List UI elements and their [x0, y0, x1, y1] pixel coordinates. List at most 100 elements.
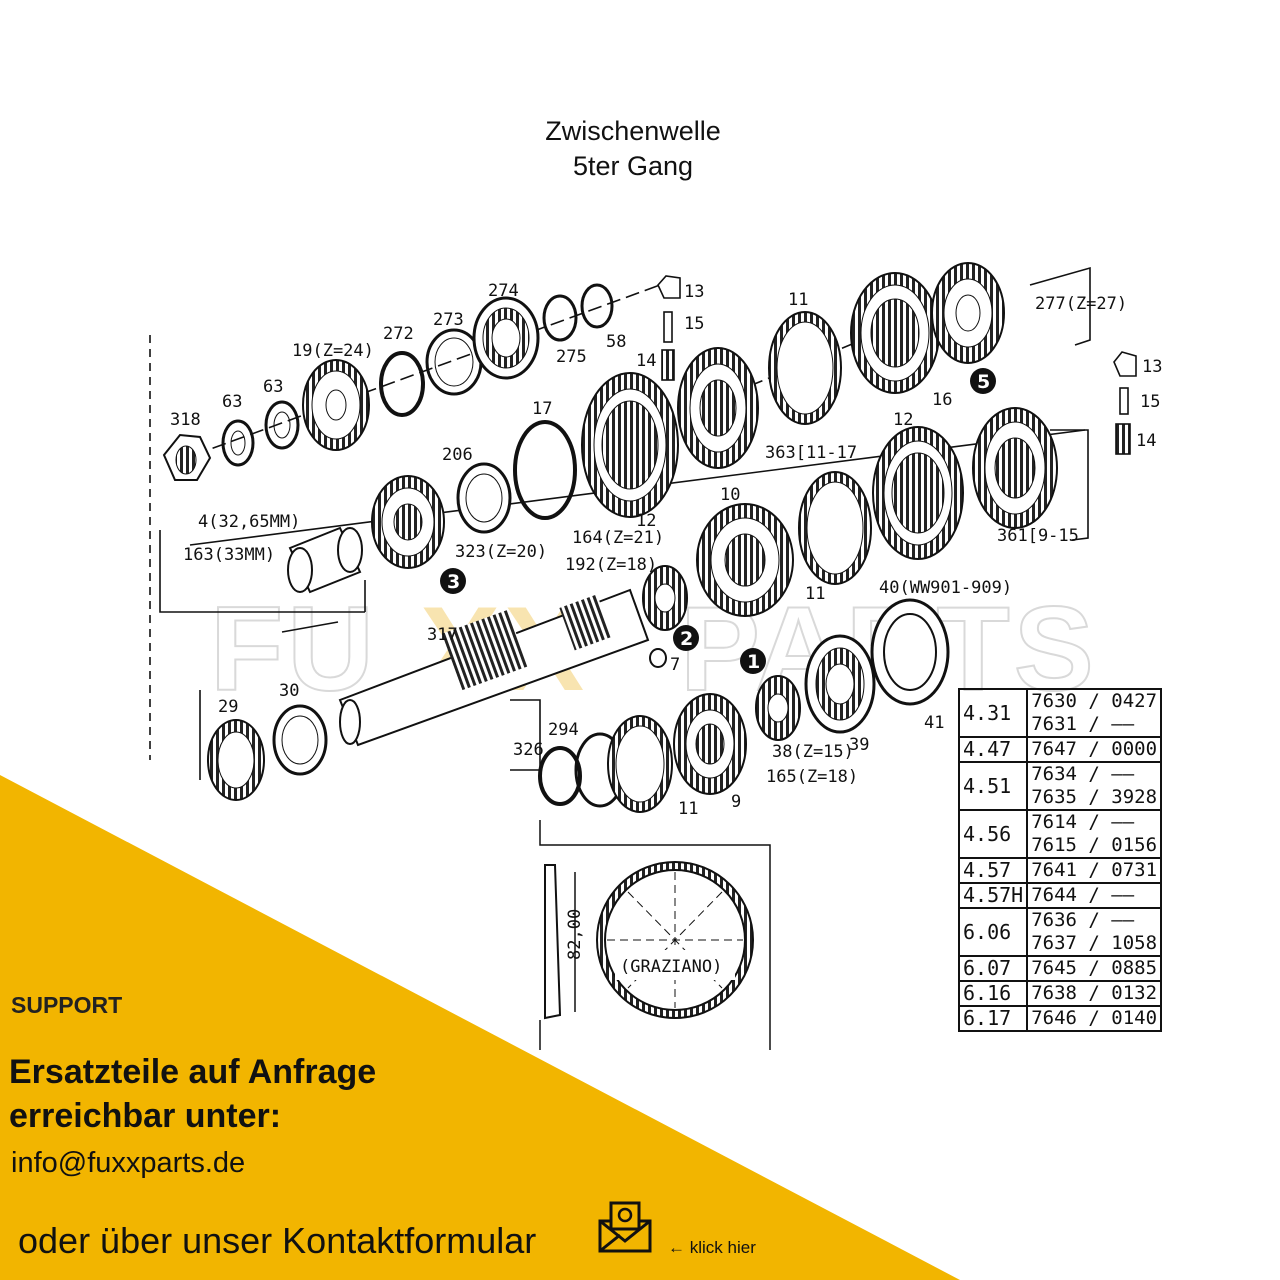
bearing-40 — [870, 598, 950, 706]
label-39: 39 — [849, 735, 869, 755]
main-shaft-317 — [338, 588, 650, 747]
click-here-link[interactable]: ← klick hier — [668, 1238, 756, 1258]
badge-5: 5 — [970, 368, 996, 394]
label-323: 323(Z=20) — [455, 542, 547, 562]
label-272: 272 — [383, 324, 414, 344]
gear-19 — [302, 359, 370, 451]
label-12b: 12 — [893, 410, 913, 430]
parts-ref: 4.47 — [957, 736, 1029, 763]
sleeve-16 — [850, 272, 940, 394]
parts-ref: 6.07 — [957, 955, 1029, 982]
gear-363 — [677, 347, 759, 469]
label-63a: 63 — [222, 392, 242, 412]
snap-ring-17 — [513, 420, 577, 520]
label-192: 192(Z=18) — [565, 555, 657, 575]
label-40: 40(WW901-909) — [879, 578, 1012, 598]
label-11c: 11 — [678, 799, 698, 819]
label-14b: 14 — [1136, 431, 1156, 451]
bearing-29 — [207, 719, 265, 801]
parts-number: 7634 / —— — [1031, 763, 1135, 785]
parts-ref: 4.31 — [957, 688, 1029, 738]
parts-numbers: 7614 / ——7615 / 0156 — [1026, 809, 1163, 859]
washer-63b — [264, 400, 300, 450]
label-206: 206 — [442, 445, 473, 465]
parts-ref: 4.57H — [957, 882, 1029, 909]
parts-ref: 4.51 — [957, 761, 1029, 811]
mail-at-icon[interactable] — [598, 1201, 652, 1253]
parts-numbers: 7645 / 0885 — [1026, 955, 1163, 982]
label-15a: 15 — [684, 314, 704, 334]
parts-number: 7631 / —— — [1031, 713, 1135, 735]
parts-numbers: 7641 / 0731 — [1026, 857, 1163, 884]
label-41: 41 — [924, 713, 944, 733]
label-318: 318 — [170, 410, 201, 430]
parts-number: 7644 / —— — [1031, 884, 1135, 906]
svg-text:3: 3 — [447, 571, 460, 593]
parts-number: 7614 / —— — [1031, 811, 1135, 833]
support-text: Ersatzteile auf Anfrage erreichbar unter… — [9, 1050, 376, 1138]
parts-numbers: 7634 / ——7635 / 3928 — [1026, 761, 1163, 811]
parts-number: 7638 / 0132 — [1031, 982, 1158, 1004]
contact-form-text: oder über unser Kontaktformular — [18, 1220, 537, 1261]
parts-number: 7615 / 0156 — [1031, 834, 1158, 856]
parts-numbers: 7644 / —— — [1026, 882, 1163, 909]
parts-ref: 6.16 — [957, 980, 1029, 1007]
svg-text:FU: FU — [210, 582, 378, 716]
gear-277 — [931, 262, 1005, 364]
parts-number: 7641 / 0731 — [1031, 859, 1158, 881]
synchro-ring-11a — [768, 311, 842, 425]
support-line-1: Ersatzteile auf Anfrage — [9, 1053, 377, 1091]
label-dimension: 82,00 — [565, 909, 585, 960]
label-326: 326 — [513, 740, 544, 760]
parts-number: 7646 / 0140 — [1031, 1007, 1158, 1029]
gear-10 — [696, 503, 794, 617]
click-here-label: klick hier — [689, 1238, 756, 1257]
label-10: 10 — [720, 485, 740, 505]
bearing-274 — [472, 296, 540, 380]
gear-164 — [642, 565, 688, 631]
parts-number: 7635 / 3928 — [1031, 786, 1158, 808]
parts-number: 7645 / 0885 — [1031, 957, 1158, 979]
label-277: 277(Z=27) — [1035, 294, 1127, 314]
support-heading: SUPPORT — [11, 992, 123, 1018]
parts-ref: 6.06 — [957, 907, 1029, 957]
label-38: 38(Z=15) — [772, 742, 854, 762]
label-19: 19(Z=24) — [292, 341, 374, 361]
bearing-39 — [804, 634, 876, 734]
bushing-30 — [272, 704, 328, 776]
exploded-gear-diagram: FU XX PARTS — [149, 262, 1162, 1050]
parts-number: 7636 / —— — [1031, 909, 1135, 931]
badge-3: 3 — [440, 568, 466, 594]
pin-7 — [649, 648, 667, 668]
label-graziano: (GRAZIANO) — [620, 957, 722, 977]
synchro-hub-12b — [872, 426, 964, 560]
label-273: 273 — [433, 310, 464, 330]
parts-numbers: 7647 / 0000 — [1026, 736, 1163, 763]
support-email-link[interactable]: info@fuxxparts.de — [11, 1147, 246, 1179]
support-line-2: erreichbar unter: — [9, 1097, 282, 1135]
snap-ring-58 — [580, 283, 614, 329]
svg-text:5: 5 — [977, 371, 990, 393]
label-9: 9 — [731, 792, 741, 812]
synchro-ring-11c — [607, 715, 673, 813]
ring-275 — [542, 294, 578, 342]
washer-63a — [221, 419, 255, 467]
label-165: 165(Z=18) — [766, 767, 858, 787]
label-164: 164(Z=21) — [572, 528, 664, 548]
label-29: 29 — [218, 697, 238, 717]
parts-ref: 6.17 — [957, 1005, 1029, 1032]
synchro-ring-11b — [798, 471, 872, 585]
label-294: 294 — [548, 720, 579, 740]
label-14a: 14 — [636, 351, 656, 371]
label-58: 58 — [606, 332, 626, 352]
svg-text:2: 2 — [680, 628, 693, 650]
svg-text:1: 1 — [747, 651, 760, 673]
label-275: 275 — [556, 347, 587, 367]
label-16: 16 — [932, 390, 952, 410]
gear-361 — [972, 407, 1058, 529]
